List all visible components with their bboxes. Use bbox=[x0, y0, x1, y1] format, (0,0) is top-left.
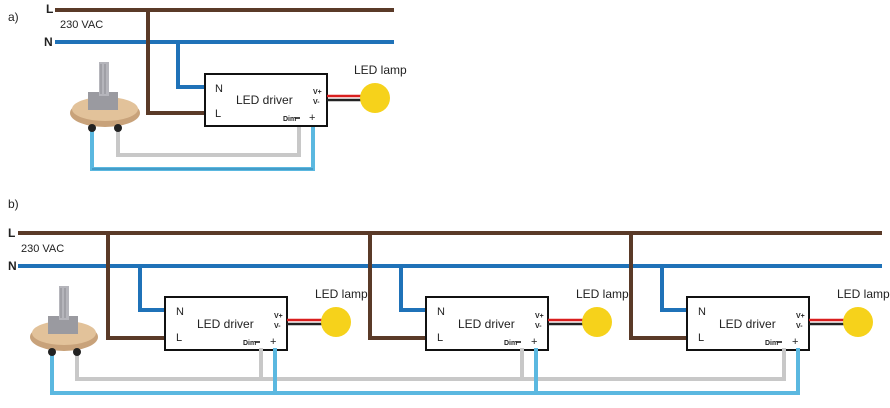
driver-unit-3: LED driver N L V+ V- Dim + LED lamp bbox=[629, 233, 890, 351]
terminal-n: N bbox=[215, 83, 223, 95]
neutral-drop-wire bbox=[138, 266, 168, 312]
driver-box bbox=[686, 296, 810, 351]
terminal-l: L bbox=[176, 332, 182, 344]
led-lamp-icon bbox=[321, 307, 351, 337]
terminal-l: L bbox=[698, 332, 704, 344]
lamp-label: LED lamp bbox=[315, 287, 368, 301]
panel-b: b) L N 230 VAC LED driver N L V+ V- Dim … bbox=[8, 197, 890, 395]
led-driver: LED driver N L V+ V- Dim + bbox=[204, 73, 328, 127]
terminal-n: N bbox=[176, 306, 184, 318]
terminal-dim: Dim bbox=[504, 340, 517, 347]
terminal-n: N bbox=[698, 306, 706, 318]
voltage-label: 230 VAC bbox=[21, 243, 64, 255]
neutral-drop-wire bbox=[399, 266, 429, 312]
driver-unit-1: LED driver N L V+ V- Dim + LED lamp bbox=[106, 233, 368, 351]
live-drop-wire bbox=[106, 233, 168, 340]
live-rail-label: L bbox=[46, 2, 53, 16]
terminal-dim: Dim bbox=[765, 340, 778, 347]
terminal-vminus: V- bbox=[796, 323, 803, 330]
terminal-n: N bbox=[437, 306, 445, 318]
terminal-vminus: V- bbox=[313, 99, 320, 106]
led-lamp-icon bbox=[360, 83, 390, 113]
driver-unit-2: LED driver N L V+ V- Dim + LED lamp bbox=[368, 233, 629, 351]
live-drop-wire bbox=[629, 233, 690, 340]
neutral-drop-wire bbox=[660, 266, 690, 312]
live-rail-label: L bbox=[8, 226, 15, 240]
terminal-l: L bbox=[215, 108, 221, 120]
dim-wire-gray bbox=[75, 348, 786, 381]
dim-wire-blue bbox=[90, 124, 315, 171]
terminal-dim: Dim bbox=[283, 116, 296, 123]
driver-title: LED driver bbox=[458, 317, 515, 331]
driver-title: LED driver bbox=[236, 93, 293, 107]
panel-b-label: b) bbox=[8, 197, 19, 211]
live-drop-wire bbox=[368, 233, 429, 340]
terminal-vplus: V+ bbox=[796, 313, 805, 320]
potentiometer-icon bbox=[30, 286, 98, 356]
driver-title: LED driver bbox=[197, 317, 254, 331]
panel-a-label: a) bbox=[8, 10, 19, 24]
voltage-label: 230 VAC bbox=[60, 19, 103, 31]
led-lamp-icon bbox=[582, 307, 612, 337]
terminal-vplus: V+ bbox=[313, 89, 322, 96]
terminal-vminus: V- bbox=[535, 323, 542, 330]
terminal-vminus: V- bbox=[274, 323, 281, 330]
terminal-plus: + bbox=[309, 112, 315, 124]
dim-wire-gray bbox=[116, 124, 301, 157]
lamp-label: LED lamp bbox=[354, 63, 407, 77]
driver-box bbox=[204, 73, 328, 127]
terminal-plus: + bbox=[792, 336, 798, 348]
driver-title: LED driver bbox=[719, 317, 776, 331]
potentiometer-icon bbox=[70, 62, 140, 132]
terminal-vplus: V+ bbox=[535, 313, 544, 320]
terminal-plus: + bbox=[531, 336, 537, 348]
lamp-label: LED lamp bbox=[576, 287, 629, 301]
neutral-rail-label: N bbox=[44, 35, 53, 49]
neutral-rail-label: N bbox=[8, 259, 17, 273]
live-drop-wire bbox=[146, 10, 208, 115]
led-lamp-icon bbox=[843, 307, 873, 337]
lamp-label: LED lamp bbox=[837, 287, 890, 301]
terminal-l: L bbox=[437, 332, 443, 344]
driver-box bbox=[164, 296, 288, 351]
neutral-drop-wire bbox=[176, 42, 208, 89]
dim-wire-blue bbox=[50, 348, 800, 395]
panel-a: a) L N 230 VAC LED driver N L V+ V- Dim … bbox=[8, 2, 407, 171]
terminal-vplus: V+ bbox=[274, 313, 283, 320]
terminal-dim: Dim bbox=[243, 340, 256, 347]
terminal-plus: + bbox=[270, 336, 276, 348]
